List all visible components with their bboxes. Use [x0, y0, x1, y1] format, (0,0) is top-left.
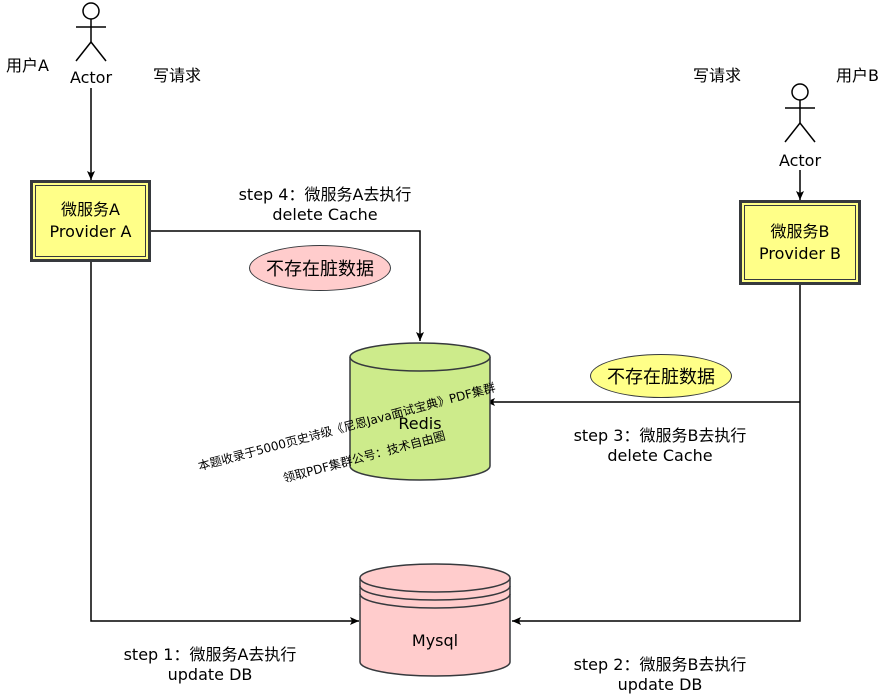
mysql-label: Mysql — [411, 631, 459, 650]
step4-label: step 4：微服务A去执行 delete Cache — [215, 185, 435, 225]
step4-title: step 4：微服务A去执行 — [238, 185, 412, 204]
actor-a-figure — [75, 2, 107, 62]
redis-cylinder — [349, 342, 491, 481]
step3-title: step 3：微服务B去执行 — [573, 426, 747, 445]
actor-b-request: 写请求 — [693, 66, 742, 85]
mysql-cylinder — [359, 563, 511, 677]
step1-title: step 1：微服务A去执行 — [123, 645, 297, 664]
arrow-step4 — [150, 230, 424, 341]
note-no-dirty-data-b: 不存在脏数据 — [590, 354, 732, 398]
service-b-name: 微服务B — [770, 221, 830, 241]
arrow-step1 — [90, 262, 359, 625]
actor-b-role: Actor — [778, 151, 822, 170]
service-a-provider: Provider A — [49, 222, 132, 241]
service-b-provider: Provider B — [759, 243, 841, 263]
step2-action: update DB — [617, 675, 703, 694]
step1-label: step 1：微服务A去执行 update DB — [100, 645, 320, 685]
actor-a-role: Actor — [69, 68, 113, 87]
step1-action: update DB — [167, 665, 253, 684]
redis-label: Redis — [398, 414, 442, 433]
step2-label: step 2：微服务B去执行 update DB — [550, 655, 770, 695]
actor-a-name: 用户A — [6, 56, 49, 75]
arrow-step2 — [512, 285, 801, 625]
actor-b-name: 用户B — [836, 66, 879, 85]
actor-b-figure — [784, 83, 816, 143]
note-no-dirty-data-a: 不存在脏数据 — [249, 245, 391, 291]
step3-label: step 3：微服务B去执行 delete Cache — [550, 426, 770, 466]
service-a-box: 微服务A Provider A — [30, 180, 151, 262]
step4-action: delete Cache — [272, 205, 378, 224]
service-a-name: 微服务A — [61, 200, 120, 219]
service-b-box: 微服务B Provider B — [739, 200, 861, 285]
step2-title: step 2：微服务B去执行 — [573, 655, 747, 674]
step3-action: delete Cache — [607, 446, 713, 465]
actor-a-request: 写请求 — [153, 66, 202, 85]
